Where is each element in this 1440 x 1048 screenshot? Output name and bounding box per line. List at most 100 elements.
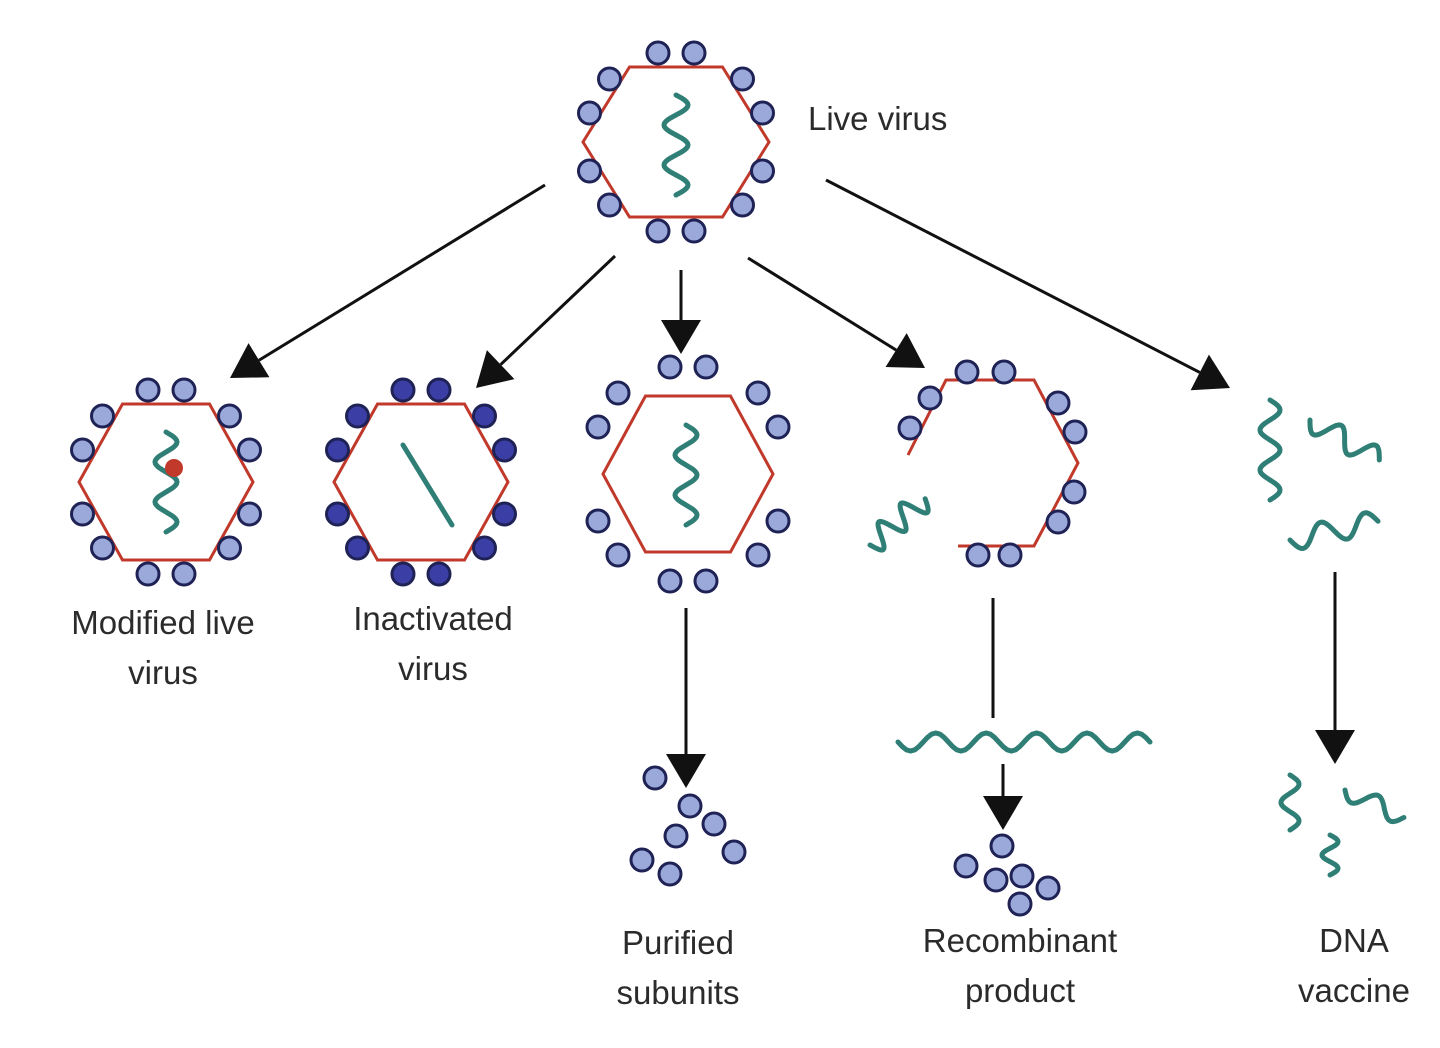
antigen-dot xyxy=(325,501,350,527)
antigen-dot xyxy=(217,535,242,561)
dna-strand xyxy=(1257,397,1283,503)
antigen-dot xyxy=(1009,863,1035,889)
antigen-dot xyxy=(681,40,707,66)
dna-vaccine-fragment xyxy=(1319,832,1341,878)
antigen-dot xyxy=(90,535,115,561)
arrows xyxy=(230,178,1355,830)
label-live-virus: Live virus xyxy=(808,100,947,137)
label-purified-line2: subunits xyxy=(617,974,740,1011)
label-dna-line2: vaccine xyxy=(1298,972,1410,1009)
antigen-dot xyxy=(217,403,242,429)
purified-subunits-cluster xyxy=(629,765,747,887)
antigen-dot xyxy=(629,847,655,873)
antigen-dot xyxy=(237,501,262,527)
modified-live-virus-particle xyxy=(70,377,262,587)
antigen-dot xyxy=(135,561,161,587)
live-virus-particle xyxy=(577,40,775,244)
dna-vaccine-fragments xyxy=(1278,772,1407,878)
arrow-dna-down-head xyxy=(1315,730,1355,764)
antigen-dot xyxy=(472,535,497,561)
antigen-dot xyxy=(70,437,95,463)
arrow-to-dna-shaft xyxy=(825,178,1201,374)
antigen-dot xyxy=(135,377,161,403)
arrow-to-dna-head xyxy=(1190,354,1230,391)
antigen-dot xyxy=(681,218,707,244)
antigen-dot xyxy=(390,561,416,587)
antigen-dot xyxy=(765,414,791,440)
label-inactivated-line2: virus xyxy=(398,650,468,687)
antigen-dot xyxy=(897,415,923,441)
dna-strand xyxy=(1287,510,1381,551)
antigen-dot xyxy=(1045,390,1071,416)
antigen-dot xyxy=(171,561,197,587)
antigen-dot xyxy=(472,403,497,429)
antigen-dot xyxy=(1061,479,1087,505)
arrow-to-inactivated-head xyxy=(476,350,515,388)
dna-strand xyxy=(1307,417,1382,463)
dna-vaccine-fragment xyxy=(1342,787,1407,825)
capsid-hexagon xyxy=(601,394,775,554)
antigen-dot xyxy=(390,377,416,403)
antigen-dot xyxy=(677,793,703,819)
arrow-to-modified-shaft xyxy=(258,183,546,362)
antigen-dot xyxy=(1045,509,1071,535)
antigen-dot xyxy=(645,40,671,66)
antigen-dot xyxy=(663,823,689,849)
arrow-to-purified-head xyxy=(661,320,701,354)
genome-strand xyxy=(672,422,700,528)
antigen-dot xyxy=(1007,891,1033,917)
antigen-dot xyxy=(426,377,452,403)
arrow-purified-down-head xyxy=(666,754,706,788)
antigen-dot xyxy=(997,542,1023,568)
released-genome-strand xyxy=(867,496,931,553)
inactivated-virus-particle xyxy=(325,377,517,587)
antigen-dot xyxy=(605,542,631,568)
antigen-dot xyxy=(954,359,980,385)
antigen-dot xyxy=(70,501,95,527)
antigen-dot xyxy=(750,100,775,126)
recombinant-gene-strand xyxy=(895,730,1153,754)
antigen-dot xyxy=(577,158,602,184)
antigen-dot xyxy=(765,508,791,534)
antigen-dot xyxy=(345,535,370,561)
broken-genome-strand xyxy=(400,442,455,528)
antigen-dot xyxy=(171,377,197,403)
antigen-dot xyxy=(750,158,775,184)
antigen-dot xyxy=(90,403,115,429)
antigen-dot xyxy=(657,354,683,380)
arrow-to-recombinant-shaft xyxy=(747,256,897,352)
antigen-dot xyxy=(325,437,350,463)
modified-genome-strand xyxy=(152,429,180,535)
antigen-dot xyxy=(991,359,1017,385)
capsid-hexagon xyxy=(332,402,510,562)
arrow-to-recombinant-head xyxy=(885,333,925,368)
label-modified-live-line1: Modified live xyxy=(71,604,254,641)
antigen-dot xyxy=(657,568,683,594)
recombinant-product-cluster xyxy=(895,730,1153,917)
antigen-dot xyxy=(1062,419,1088,445)
antigen-dot xyxy=(585,508,611,534)
antigen-dot xyxy=(693,354,719,380)
antigen-dot xyxy=(345,403,370,429)
capsid-hexagon xyxy=(77,402,255,562)
arrow-recombinant-down-head xyxy=(983,796,1023,830)
antigen-dot xyxy=(721,839,747,865)
dna-vaccine-fragment xyxy=(1278,772,1302,833)
antigen-dot xyxy=(953,853,979,879)
antigen-dot xyxy=(745,380,771,406)
label-purified-line1: Purified xyxy=(622,924,734,961)
label-recombinant-line2: product xyxy=(965,972,1075,1009)
antigen-dot xyxy=(492,501,517,527)
antigen-dot xyxy=(426,561,452,587)
antigen-dot xyxy=(693,568,719,594)
antigen-dot xyxy=(989,833,1015,859)
antigen-dot xyxy=(745,542,771,568)
mutation-marker xyxy=(165,459,183,477)
antigen-dot xyxy=(701,811,727,837)
antigen-dot xyxy=(237,437,262,463)
genome-strand xyxy=(661,92,691,198)
antigen-dot xyxy=(730,66,755,92)
capsid-hexagon xyxy=(581,65,771,219)
antigen-dot xyxy=(597,66,622,92)
